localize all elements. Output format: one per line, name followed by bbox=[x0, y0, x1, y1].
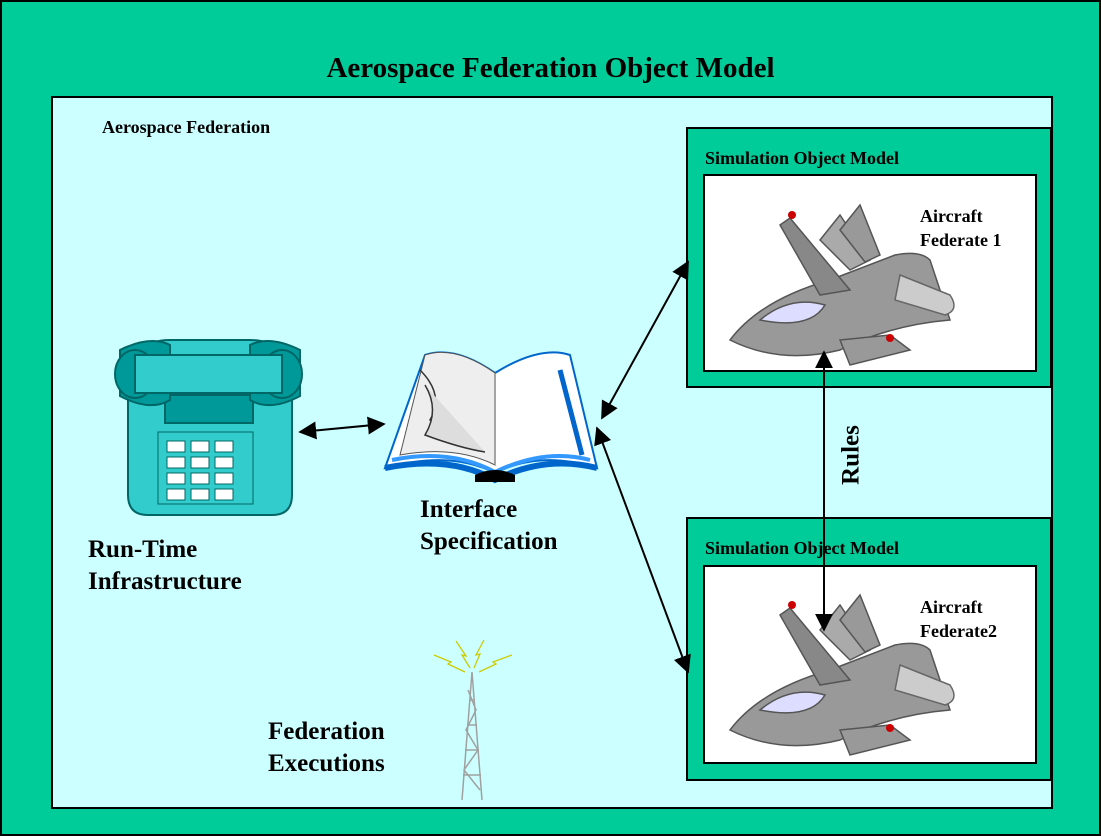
aircraft2-label-line1: Aircraft bbox=[920, 597, 983, 617]
radio-tower-icon bbox=[433, 639, 513, 801]
interface-label-line1: Interface bbox=[420, 496, 518, 523]
rti-label-line2: Infrastructure bbox=[88, 568, 242, 595]
aircraft1-label-line2: Federate 1 bbox=[920, 230, 1002, 250]
arrow-interface-to-som-bottom bbox=[594, 426, 691, 674]
fighter-jet-icon bbox=[728, 203, 955, 366]
som-bottom-title: Simulation Object Model bbox=[705, 538, 899, 558]
arrow-rti-to-interface bbox=[298, 416, 386, 440]
diagram-title: Aerospace Federation Object Model bbox=[326, 52, 775, 84]
rti-label-line1: Run-Time bbox=[88, 536, 198, 563]
executions-label-line2: Executions bbox=[268, 750, 385, 777]
som-top-title: Simulation Object Model bbox=[705, 148, 899, 168]
arrow-interface-to-som-top bbox=[601, 260, 689, 420]
interface-label-line2: Specification bbox=[420, 528, 558, 555]
open-book-icon bbox=[383, 351, 599, 484]
federation-label: Aerospace Federation bbox=[102, 117, 271, 137]
aircraft1-label-line1: Aircraft bbox=[920, 206, 983, 226]
rules-label: Rules bbox=[837, 425, 865, 485]
telephone-icon bbox=[114, 339, 303, 516]
executions-label-line1: Federation bbox=[268, 718, 385, 745]
aircraft2-label-line2: Federate2 bbox=[920, 621, 997, 641]
